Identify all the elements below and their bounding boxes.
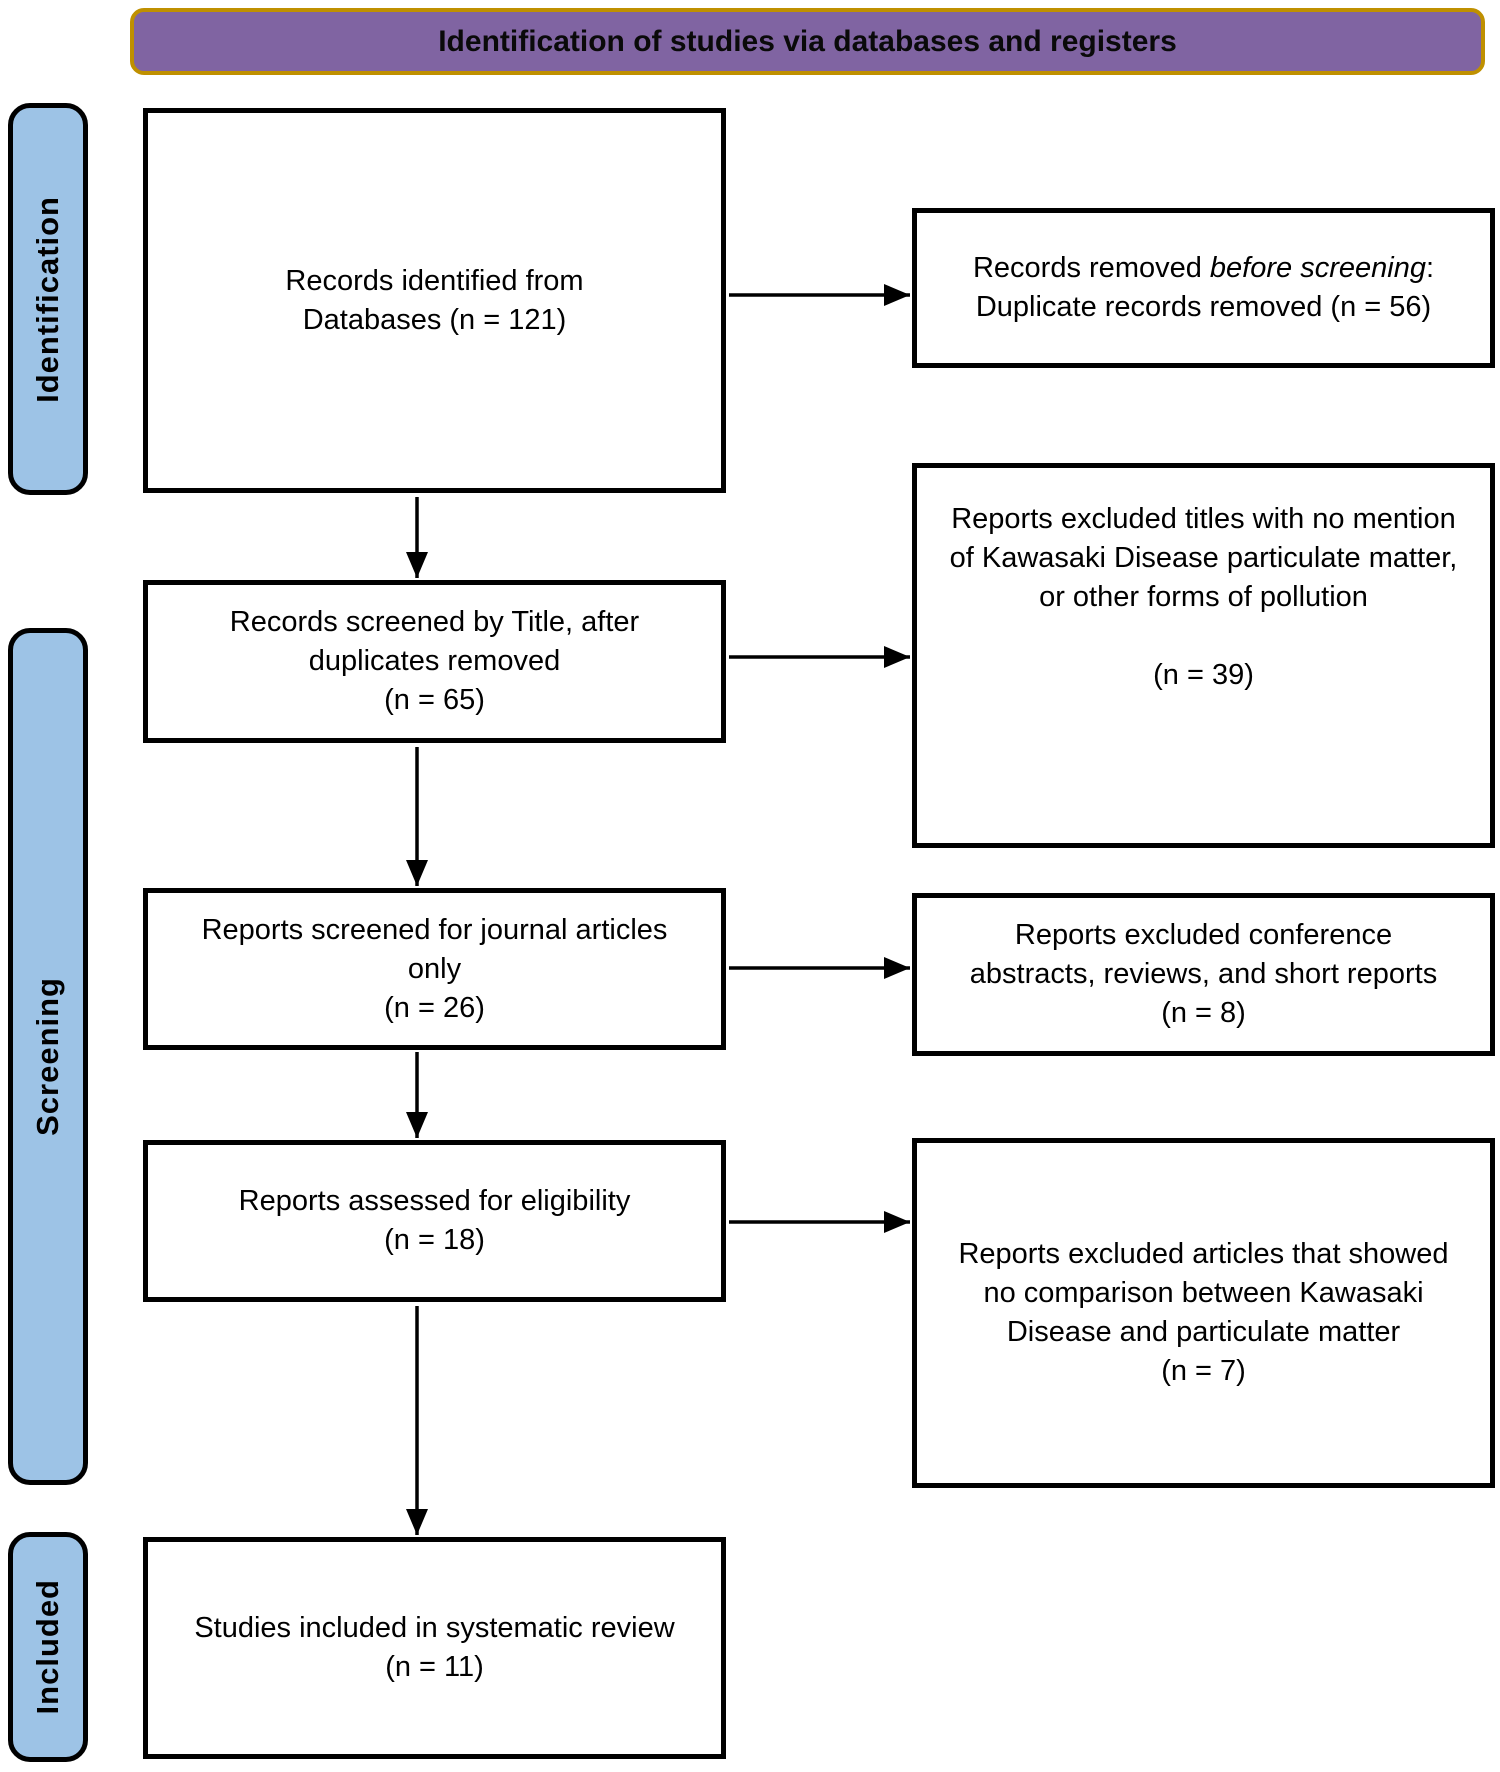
box-excluded-articles-count: (n = 7)	[1161, 1355, 1246, 1387]
box-excluded-articles-line1: Reports excluded articles that showed	[958, 1238, 1449, 1270]
box-excluded-articles-line2: no comparison between Kawasaki	[983, 1277, 1424, 1309]
box-records-identified-line2: Databases (n = 121)	[302, 303, 567, 336]
box-reports-assessed-count: (n = 18)	[384, 1224, 485, 1256]
box-records-identified: Records identified from Databases (n = 1…	[143, 108, 726, 493]
box-excluded-titles-count: (n = 39)	[1153, 659, 1254, 691]
box-records-identified-line1: Records identified from	[285, 264, 584, 297]
box-reports-screened-count: (n = 26)	[384, 991, 485, 1024]
box-excluded-conference-line1: Reports excluded conference	[1014, 919, 1393, 951]
stage-identification: Identification	[8, 103, 88, 495]
box-records-screened-line1: Records screened by Title, after	[229, 606, 640, 638]
box-excluded-articles-line3: Disease and particulate matter	[1006, 1316, 1401, 1348]
box-reports-screened-line2: only	[407, 952, 462, 985]
stage-screening-label: Screening	[30, 977, 65, 1136]
box-excluded-conference-count: (n = 8)	[1161, 997, 1246, 1029]
box-records-removed-line2: Duplicate records removed (n = 56)	[975, 291, 1432, 323]
banner-title-text: Identification of studies via databases …	[438, 24, 1177, 58]
box-records-removed-line1: Records removed before screening:	[973, 249, 1434, 288]
box-records-screened: Records screened by Title, after duplica…	[143, 580, 726, 743]
removed-line1-italic: before screening	[1209, 252, 1426, 284]
box-reports-excluded-titles: Reports excluded titles with no mention …	[912, 463, 1495, 848]
box-excluded-titles-line1: Reports excluded titles with no mention	[951, 503, 1456, 535]
banner-title: Identification of studies via databases …	[130, 8, 1485, 75]
box-records-screened-count: (n = 65)	[384, 684, 485, 716]
box-studies-included: Studies included in systematic review (n…	[143, 1537, 726, 1759]
box-reports-assessed-line1: Reports assessed for eligibility	[238, 1185, 631, 1217]
box-records-removed-before-screening: Records removed before screening: Duplic…	[912, 208, 1495, 368]
removed-line1-prefix: Records removed	[972, 252, 1210, 284]
box-reports-excluded-conference: Reports excluded conference abstracts, r…	[912, 893, 1495, 1056]
box-excluded-titles-line3: or other forms of pollution	[1039, 581, 1368, 613]
box-reports-screened: Reports screened for journal articles on…	[143, 888, 726, 1050]
box-reports-assessed: Reports assessed for eligibility (n = 18…	[143, 1140, 726, 1302]
box-studies-included-count: (n = 11)	[385, 1651, 484, 1683]
removed-line1-suffix: :	[1425, 252, 1435, 284]
stage-identification-label: Identification	[30, 195, 65, 403]
box-excluded-titles-line2: of Kawasaki Disease particulate matter,	[949, 542, 1458, 574]
box-reports-excluded-articles: Reports excluded articles that showed no…	[912, 1138, 1495, 1488]
stage-screening: Screening	[8, 628, 88, 1485]
box-studies-included-line1: Studies included in systematic review	[194, 1612, 675, 1644]
stage-included: Included	[8, 1532, 88, 1762]
box-records-screened-line2: duplicates removed	[308, 645, 561, 677]
box-reports-screened-line1: Reports screened for journal articles	[201, 913, 668, 946]
stage-included-label: Included	[30, 1579, 65, 1715]
box-excluded-conference-line2: abstracts, reviews, and short reports	[969, 958, 1438, 990]
